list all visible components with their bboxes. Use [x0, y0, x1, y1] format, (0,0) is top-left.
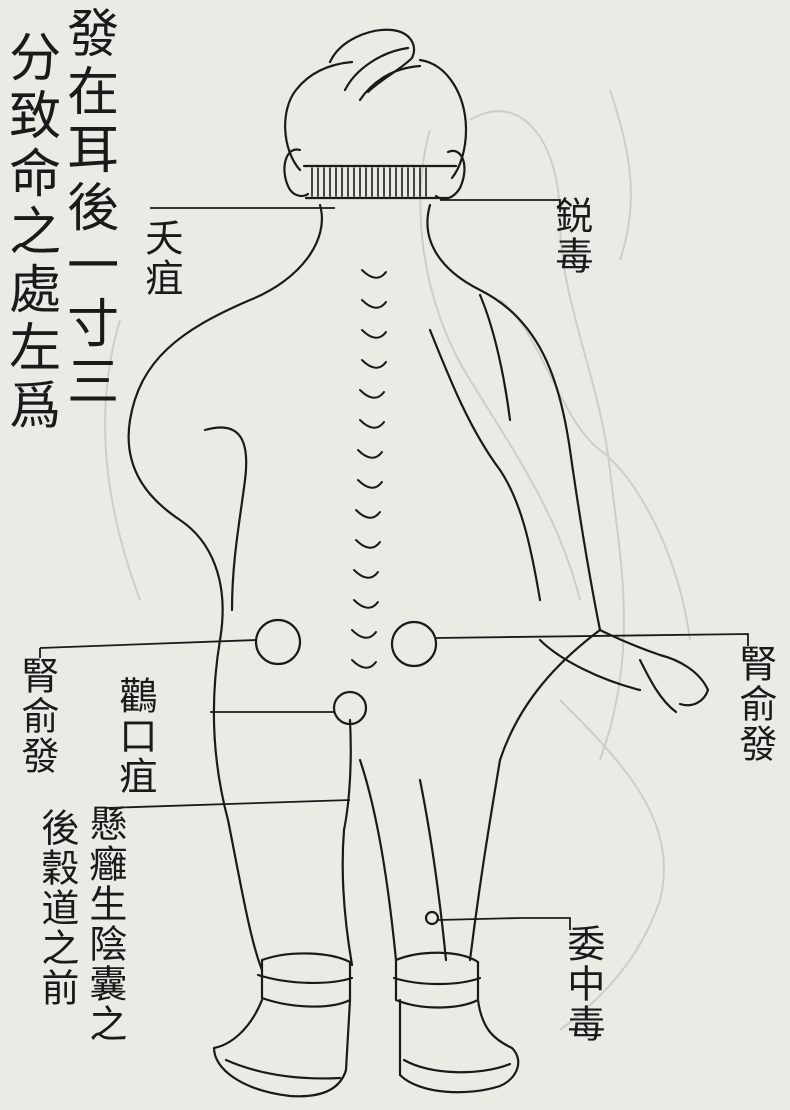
label-rui-du: 鋭毒: [550, 196, 590, 276]
label-shen-shu-fa-right: 腎俞發: [734, 644, 774, 764]
label-tian-ju: 夭疽: [140, 218, 180, 298]
label-wei-zhong-du: 委中毒: [562, 924, 602, 1044]
label-xuan-yong: 懸癰生陰囊之: [84, 804, 124, 1044]
label-xuan-yong-note: 後穀道之前: [36, 808, 76, 1008]
bleed-through-figure: [105, 90, 690, 1030]
header-column-1: 發在耳後一寸三: [60, 6, 115, 412]
leader-lines: [40, 200, 748, 930]
lesion-right-kidney: [392, 622, 436, 666]
lesion-left-kidney: [256, 620, 300, 664]
lesion-knee: [426, 912, 438, 924]
label-shen-shu-fa-left: 腎俞發: [16, 656, 56, 776]
header-column-2: 分致命之處左爲: [2, 30, 57, 436]
label-he-kou-ju: 鸛口疽: [114, 676, 154, 796]
